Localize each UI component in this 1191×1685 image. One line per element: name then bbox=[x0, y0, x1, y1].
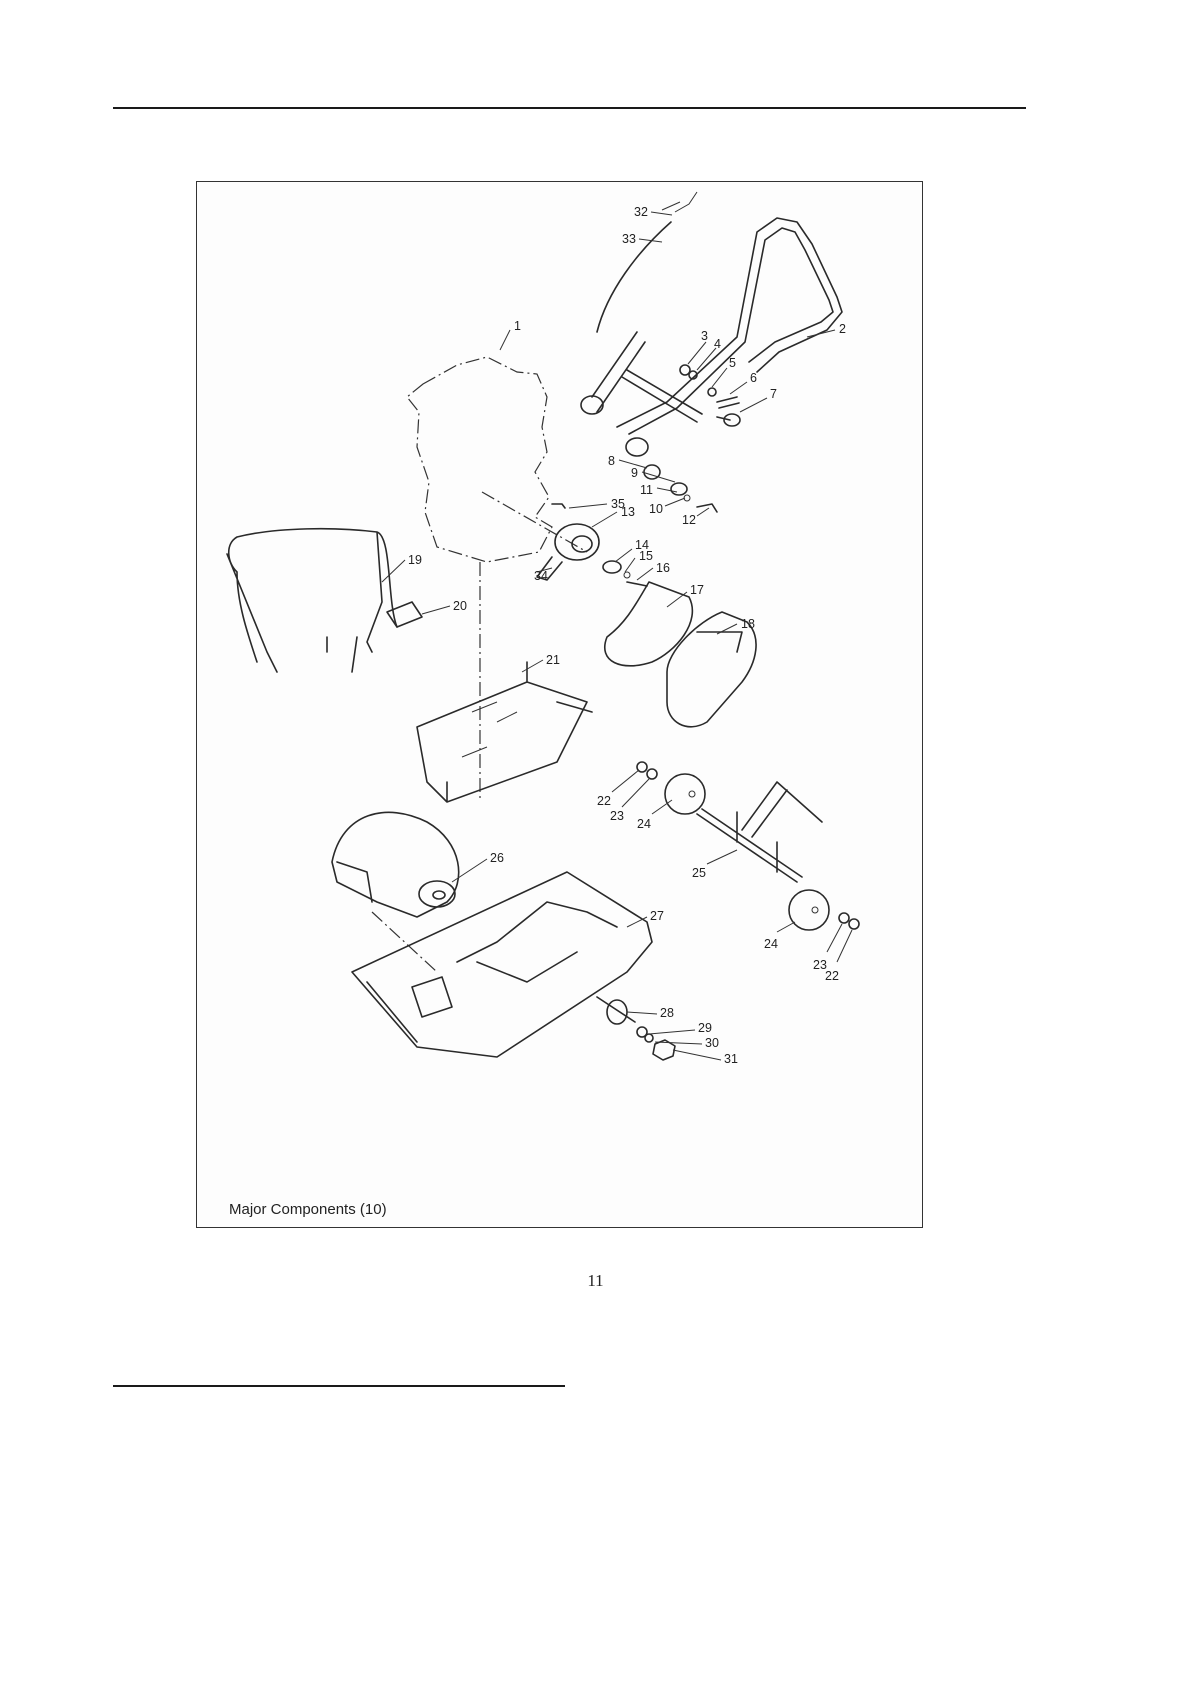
callout-16: 16 bbox=[656, 561, 670, 575]
shaft-line bbox=[482, 492, 587, 552]
callout-23: 23 bbox=[610, 809, 624, 823]
callout-1: 1 bbox=[514, 319, 521, 333]
callout-27: 27 bbox=[650, 909, 664, 923]
exciter-mount-line bbox=[372, 912, 437, 972]
shock-mount-24a bbox=[665, 774, 705, 814]
callout-26: 26 bbox=[490, 851, 504, 865]
throttle-lever bbox=[662, 192, 697, 212]
knob-7 bbox=[724, 414, 740, 426]
exciter-26 bbox=[332, 812, 459, 917]
callout-32: 32 bbox=[634, 205, 648, 219]
callout-21: 21 bbox=[546, 653, 560, 667]
callout-35: 35 bbox=[611, 497, 625, 511]
figure-caption: Major Components (10) bbox=[229, 1201, 387, 1218]
callout-10: 10 bbox=[649, 502, 663, 516]
axle-25 bbox=[697, 782, 822, 882]
callout-22b: 22 bbox=[825, 969, 839, 983]
callout-12: 12 bbox=[682, 513, 696, 527]
callout-5: 5 bbox=[729, 356, 736, 370]
callout-11: 11 bbox=[640, 483, 653, 497]
callout-33: 33 bbox=[622, 232, 636, 246]
callout-20: 20 bbox=[453, 599, 467, 613]
callout-labels: 1 2 3 4 5 6 7 8 9 10 11 12 13 14 15 16 1… bbox=[408, 205, 846, 1066]
engine-outline bbox=[407, 357, 552, 562]
header-rule bbox=[113, 107, 1026, 109]
callout-15: 15 bbox=[639, 549, 653, 563]
parts-illustration: 1 2 3 4 5 6 7 8 9 10 11 12 13 14 15 16 1… bbox=[197, 182, 924, 1229]
callout-31: 31 bbox=[724, 1052, 738, 1066]
engine-base-21 bbox=[417, 662, 592, 802]
callout-19: 19 bbox=[408, 553, 422, 567]
callout-18: 18 bbox=[741, 617, 755, 631]
callout-7: 7 bbox=[770, 387, 777, 401]
shock-mount-24b bbox=[789, 890, 829, 930]
callout-24b: 24 bbox=[764, 937, 778, 951]
handle-pivot-right bbox=[626, 438, 648, 456]
callout-6: 6 bbox=[750, 371, 757, 385]
callout-3: 3 bbox=[701, 329, 708, 343]
callout-4: 4 bbox=[714, 337, 721, 351]
callout-25: 25 bbox=[692, 866, 706, 880]
callout-22: 22 bbox=[597, 794, 611, 808]
callout-29: 29 bbox=[698, 1021, 712, 1035]
callout-9: 9 bbox=[631, 466, 638, 480]
callout-28: 28 bbox=[660, 1006, 674, 1020]
drive-belt bbox=[605, 582, 693, 666]
callout-2: 2 bbox=[839, 322, 846, 336]
callout-24: 24 bbox=[637, 817, 651, 831]
footer-rule bbox=[113, 1385, 565, 1387]
handle-frame bbox=[617, 218, 842, 434]
page-number: 11 bbox=[0, 1271, 1191, 1291]
handle-pivot-left bbox=[581, 396, 603, 414]
guard-bar bbox=[227, 529, 397, 672]
exploded-parts-diagram: 1 2 3 4 5 6 7 8 9 10 11 12 13 14 15 16 1… bbox=[196, 181, 923, 1228]
base-plate-27 bbox=[352, 872, 652, 1057]
callout-17: 17 bbox=[690, 583, 704, 597]
callout-8: 8 bbox=[608, 454, 615, 468]
callout-30: 30 bbox=[705, 1036, 719, 1050]
callout-34: 34 bbox=[534, 569, 548, 583]
